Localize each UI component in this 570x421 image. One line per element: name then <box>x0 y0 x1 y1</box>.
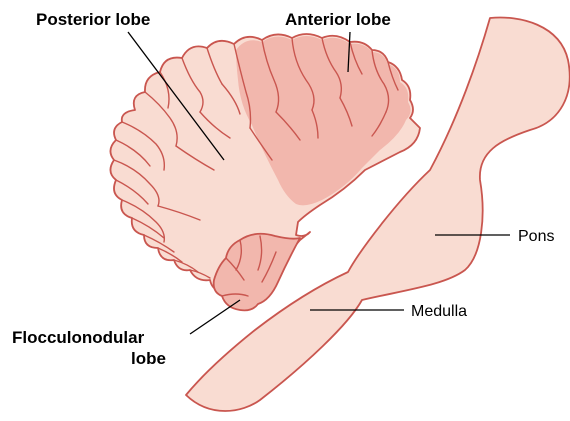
posterior-lobe-label: Posterior lobe <box>36 10 150 29</box>
flocculonodular-leader <box>190 300 240 334</box>
pons-label: Pons <box>518 228 554 245</box>
anterior-lobe-label: Anterior lobe <box>285 10 391 29</box>
flocculonodular-label-line1: Flocculonodular <box>12 328 145 347</box>
medulla-label: Medulla <box>411 303 467 320</box>
flocculonodular-label-line2: lobe <box>131 349 166 368</box>
